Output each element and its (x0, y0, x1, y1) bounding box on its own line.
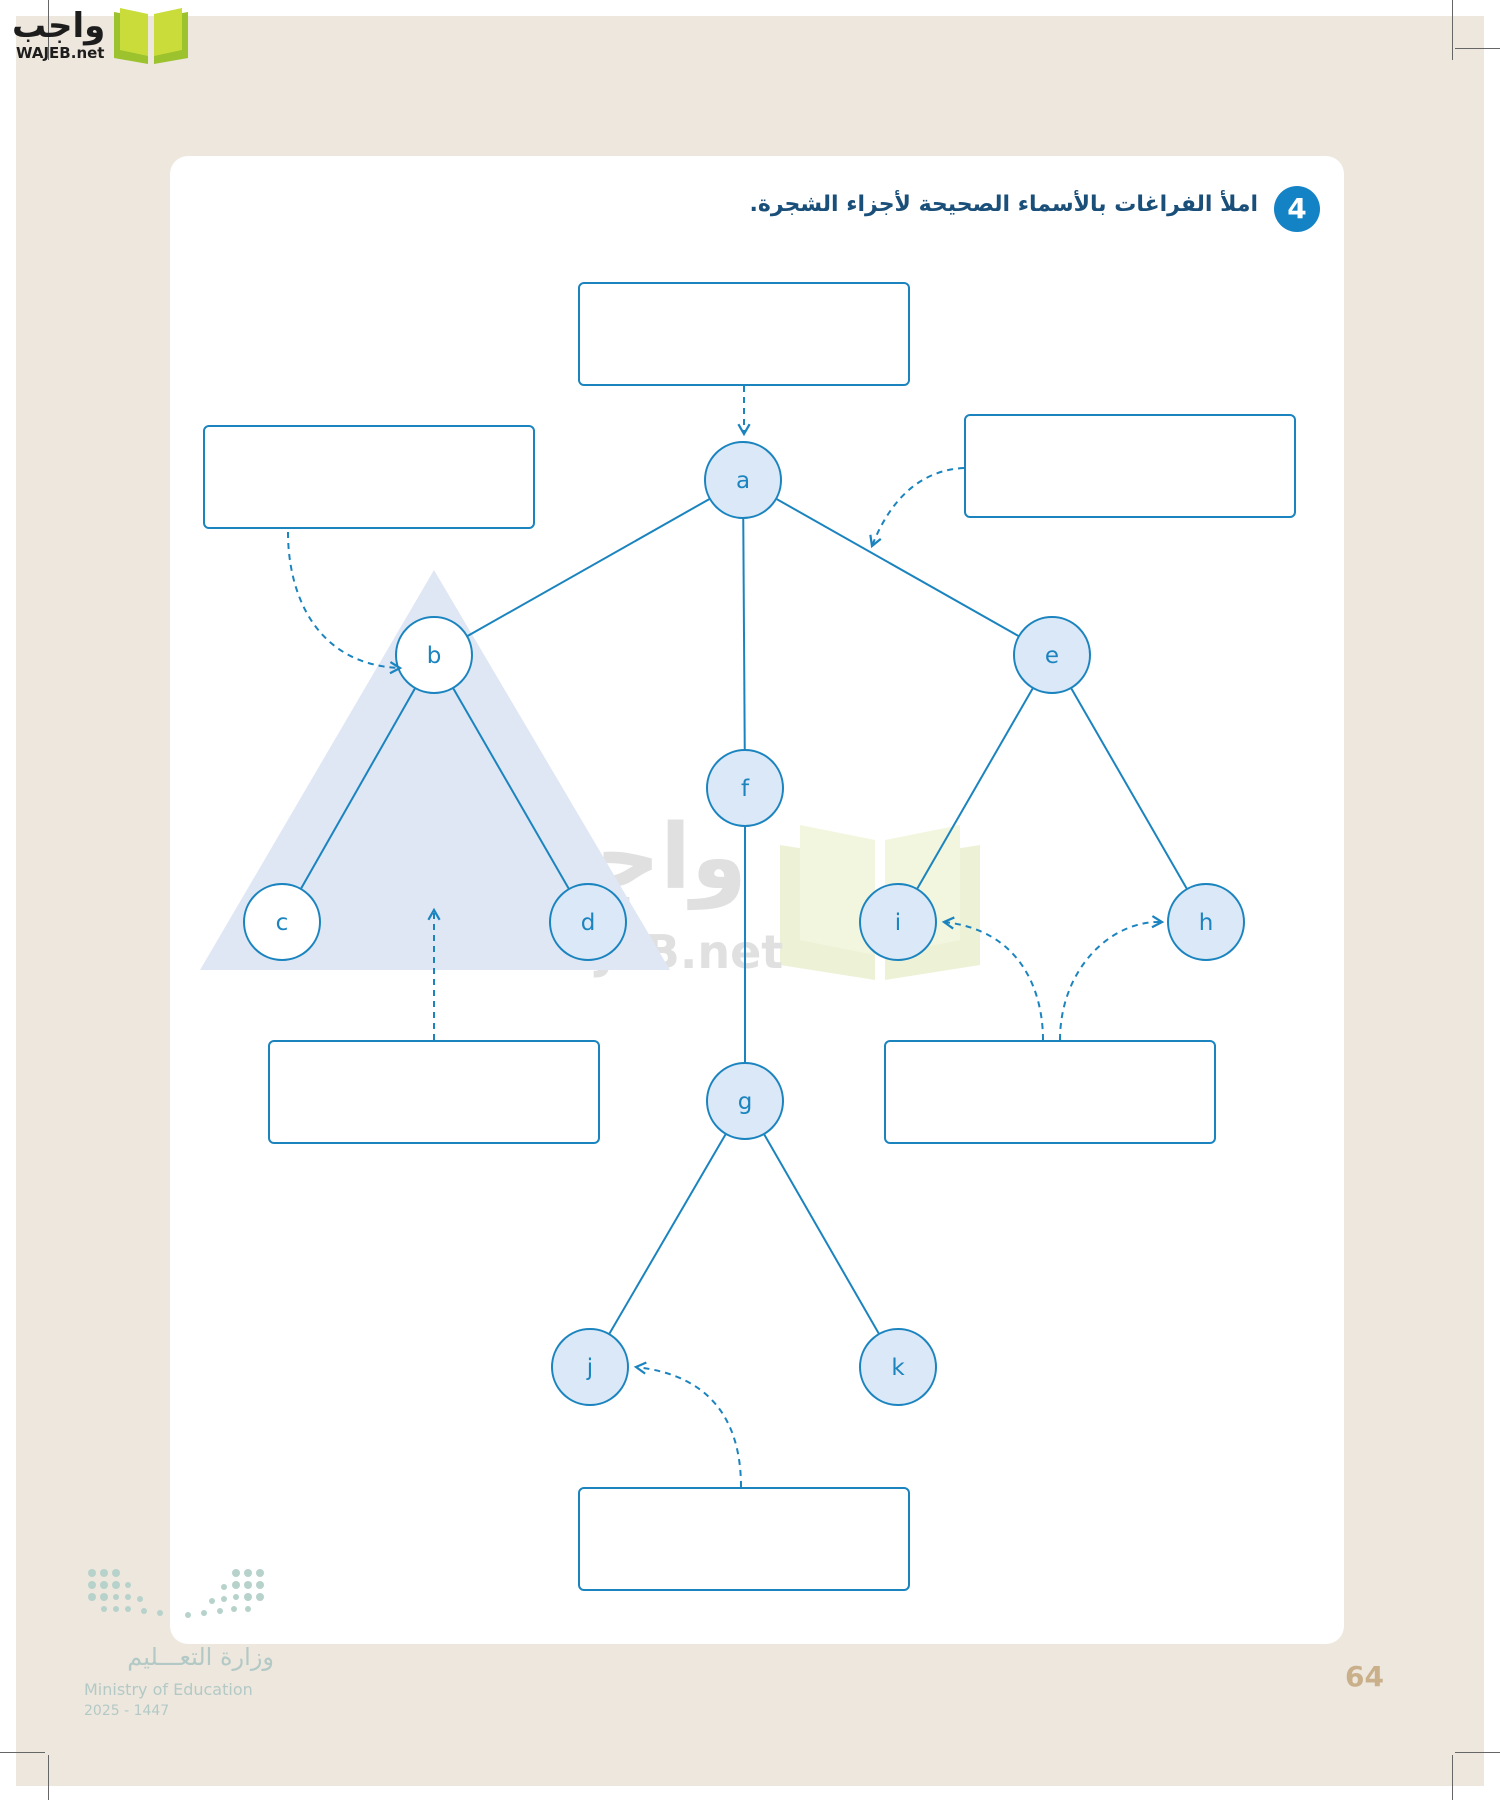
node-label-k: k (891, 1355, 905, 1381)
node-d (549, 883, 627, 961)
node-k (859, 1328, 937, 1406)
task-heading: 4 املأ الفراغات بالأسماء الصحيحة لأجزاء … (700, 184, 1320, 236)
site-logo-latin: WAJEB.net (16, 44, 105, 62)
edge-e-i (916, 687, 1034, 890)
node-label-h: h (1199, 910, 1214, 936)
crop-mark (48, 0, 49, 60)
subtree-highlight (200, 570, 670, 970)
book-icon (114, 8, 188, 64)
site-logo-arabic: واجب (12, 6, 106, 46)
node-label-d: d (581, 910, 596, 936)
node-f (706, 749, 784, 827)
answer-box-leaves[interactable] (884, 1040, 1216, 1144)
node-a (704, 441, 782, 519)
edge-b-d (452, 687, 570, 890)
node-b (395, 616, 473, 694)
crop-mark (1452, 0, 1453, 60)
crop-mark (1455, 48, 1500, 49)
site-logo[interactable]: واجب WAJEB.net (6, 4, 191, 70)
answer-box-subtree[interactable] (203, 425, 535, 529)
node-i (859, 883, 937, 961)
arrow-edge (869, 467, 965, 549)
node-label-f: f (741, 776, 750, 802)
crop-mark (1452, 1755, 1453, 1800)
ministry-name-arabic: وزارة التعـــليم (127, 1643, 274, 1671)
answer-box-edge[interactable] (964, 414, 1296, 518)
crop-mark (1455, 1752, 1500, 1753)
edge-e-h (1070, 687, 1188, 890)
ministry-year: 2025 - 1447 (84, 1703, 170, 1719)
crop-mark (48, 1755, 49, 1800)
node-label-g: g (738, 1089, 753, 1115)
answer-box-triangle[interactable] (268, 1040, 600, 1144)
node-g (706, 1062, 784, 1140)
edge-g-j (608, 1133, 727, 1335)
node-h (1167, 883, 1245, 961)
arrow-leaf-j (633, 1361, 742, 1488)
arrow-subtree (287, 531, 403, 675)
ministry-logo: وزارة التعـــليم Ministry of Education 2… (84, 1565, 294, 1725)
task-instruction: املأ الفراغات بالأسماء الصحيحة لأجزاء ال… (749, 192, 1258, 217)
arrow-leaf-i (941, 916, 1044, 1041)
edge-b-c (299, 687, 417, 890)
ministry-emblem-icon (88, 1569, 264, 1618)
task-number-badge: 4 (1274, 186, 1320, 232)
edge-g-k (763, 1133, 880, 1335)
edge-a-e (775, 497, 1020, 638)
page-number: 64 (1345, 1660, 1384, 1693)
node-j (551, 1328, 629, 1406)
node-label-i: i (895, 910, 901, 936)
node-e (1013, 616, 1091, 694)
node-label-a: a (736, 468, 750, 494)
node-label-b: b (427, 643, 442, 669)
node-label-c: c (276, 910, 289, 936)
node-c (243, 883, 321, 961)
answer-box-root[interactable] (578, 282, 910, 386)
crop-mark (0, 1752, 45, 1753)
arrow-leaf-h (1059, 915, 1165, 1041)
node-label-j: j (586, 1355, 593, 1381)
ministry-name-english: Ministry of Education (84, 1680, 253, 1699)
edge-a-b (466, 497, 711, 638)
node-label-e: e (1045, 643, 1059, 669)
answer-box-leaf-j[interactable] (578, 1487, 910, 1591)
edge-a-f (742, 517, 746, 751)
